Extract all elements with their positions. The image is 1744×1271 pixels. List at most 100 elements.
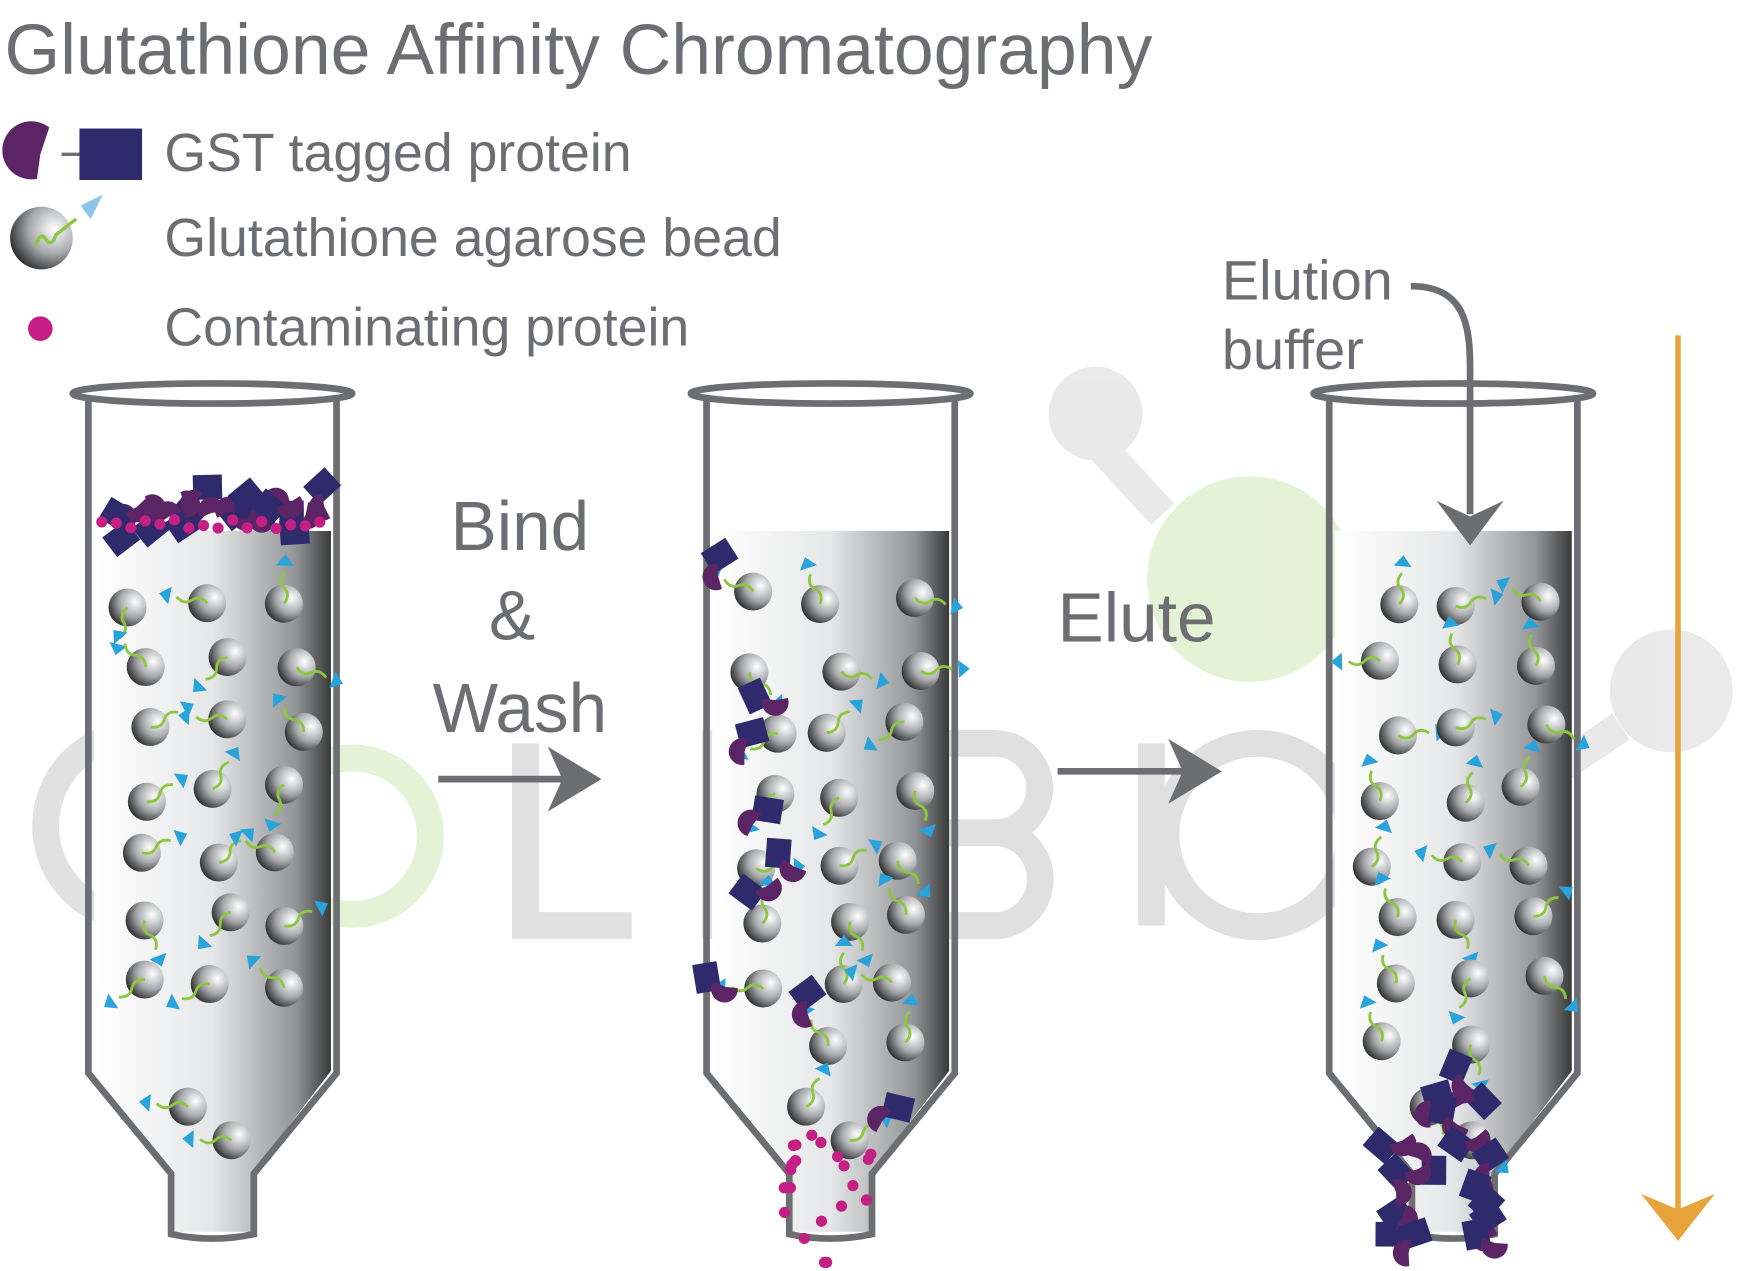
linker xyxy=(839,951,849,985)
legend-label-contaminant: Contaminating protein xyxy=(164,297,689,357)
contaminating-protein xyxy=(787,1139,799,1152)
glutathione-ligand xyxy=(1496,577,1511,594)
glutathione-ligand xyxy=(901,993,920,1007)
glutathione-ligand xyxy=(166,993,181,1010)
gst-domain xyxy=(702,563,722,591)
protein-tag xyxy=(1362,1126,1401,1165)
contaminating-protein xyxy=(256,515,268,528)
logo-letter-l xyxy=(512,743,632,939)
glutathione-ligand xyxy=(1490,588,1504,606)
linker xyxy=(1498,852,1530,867)
gst-tagged-protein xyxy=(764,837,807,883)
glutathione-ligand xyxy=(264,818,282,832)
gst-tagged-protein xyxy=(1461,1217,1508,1259)
contaminating-protein xyxy=(197,519,210,532)
contaminating-protein-dot-icon xyxy=(28,316,53,341)
contaminating-protein xyxy=(168,514,181,526)
glutathione-ligand xyxy=(1448,1010,1466,1025)
column-resin xyxy=(93,530,331,1232)
flow-direction-arrow-icon xyxy=(1641,335,1715,1241)
glutathione-bead xyxy=(1360,753,1399,821)
linker xyxy=(1528,634,1540,667)
glutathione-ligand xyxy=(182,1130,194,1149)
contaminating-protein xyxy=(786,1159,798,1171)
elution-buffer-arrow-icon xyxy=(1410,282,1504,546)
glutathione-bead xyxy=(1446,754,1485,822)
glutathione-bead xyxy=(1436,708,1504,747)
gst-tagged-protein xyxy=(180,474,223,517)
glutathione-bead xyxy=(1448,959,1490,1025)
glutathione-ligand xyxy=(876,671,890,690)
linker xyxy=(808,573,823,605)
gst-domain xyxy=(761,697,789,716)
glutathione-ligand xyxy=(239,828,255,843)
linker xyxy=(1430,854,1464,864)
linker xyxy=(1533,896,1559,918)
column-wash xyxy=(687,380,974,1268)
bead-sphere xyxy=(193,769,232,808)
linker xyxy=(1397,728,1430,740)
gst-domain xyxy=(791,1001,813,1028)
glutathione-ligand xyxy=(1359,995,1377,1009)
glutathione-ligand xyxy=(878,872,894,888)
linker xyxy=(903,1010,912,1044)
bead-sphere xyxy=(885,702,924,741)
gst-domain xyxy=(737,809,762,837)
glutathione-bead xyxy=(1414,843,1482,882)
linker xyxy=(1453,919,1470,950)
glutathione-bead xyxy=(822,652,890,691)
linker xyxy=(282,707,306,733)
gst-tagged-protein xyxy=(303,467,342,521)
glutathione-ligand xyxy=(1494,1159,1509,1174)
linker xyxy=(199,1135,233,1145)
glutathione-bead xyxy=(886,993,925,1062)
bead-sphere xyxy=(212,1121,251,1160)
linker xyxy=(1347,656,1381,667)
column-bind xyxy=(69,380,356,1242)
glutathione-bead xyxy=(1380,555,1419,624)
contaminating-protein xyxy=(212,522,224,534)
bead-sphere xyxy=(1438,645,1477,684)
glutathione-bead xyxy=(1436,586,1504,625)
ampersand-label: & xyxy=(489,576,535,654)
gst-tagged-protein xyxy=(728,873,782,911)
gst-domain xyxy=(154,501,181,525)
contaminating-protein xyxy=(183,522,195,534)
glutathione-ligand xyxy=(113,629,128,645)
glutathione-bead xyxy=(159,584,227,623)
glutathione-ligand xyxy=(1575,734,1590,751)
glutathione-bead xyxy=(1525,956,1578,1013)
glutathione-ligand xyxy=(329,671,343,689)
glutathione-ligand xyxy=(1372,938,1389,953)
linker xyxy=(146,783,174,804)
contaminating-protein xyxy=(860,1194,873,1206)
glutathione-bead xyxy=(127,773,189,821)
bead-sphere xyxy=(188,584,227,623)
glutathione-bead xyxy=(1483,842,1548,885)
protein-tag xyxy=(1463,1082,1502,1121)
linker xyxy=(1458,977,1472,1009)
glutathione-bead xyxy=(1372,938,1415,1003)
gst-domain xyxy=(180,489,203,517)
glutathione-ligand xyxy=(799,557,817,571)
glutathione-bead xyxy=(246,955,303,1007)
glutathione-ligand xyxy=(950,597,964,615)
column-wall xyxy=(703,400,959,1242)
contaminating-protein xyxy=(125,522,137,534)
linker xyxy=(258,966,286,989)
linker xyxy=(840,670,873,680)
linker xyxy=(919,665,953,676)
glutathione-bead xyxy=(264,554,303,623)
contaminating-protein xyxy=(831,1150,844,1163)
gst-domain xyxy=(308,493,331,521)
glutathione-ligand xyxy=(109,642,127,656)
protein-tag xyxy=(751,795,784,825)
glutathione-bead xyxy=(138,1087,207,1126)
gst-domain xyxy=(1392,1178,1412,1206)
linker xyxy=(1455,716,1487,731)
gst-domain xyxy=(755,877,782,902)
glutathione-ligand xyxy=(1414,844,1428,863)
columns xyxy=(69,380,1597,1268)
glutathione-ligand xyxy=(229,829,243,847)
glutathione-ligand xyxy=(1489,708,1504,726)
